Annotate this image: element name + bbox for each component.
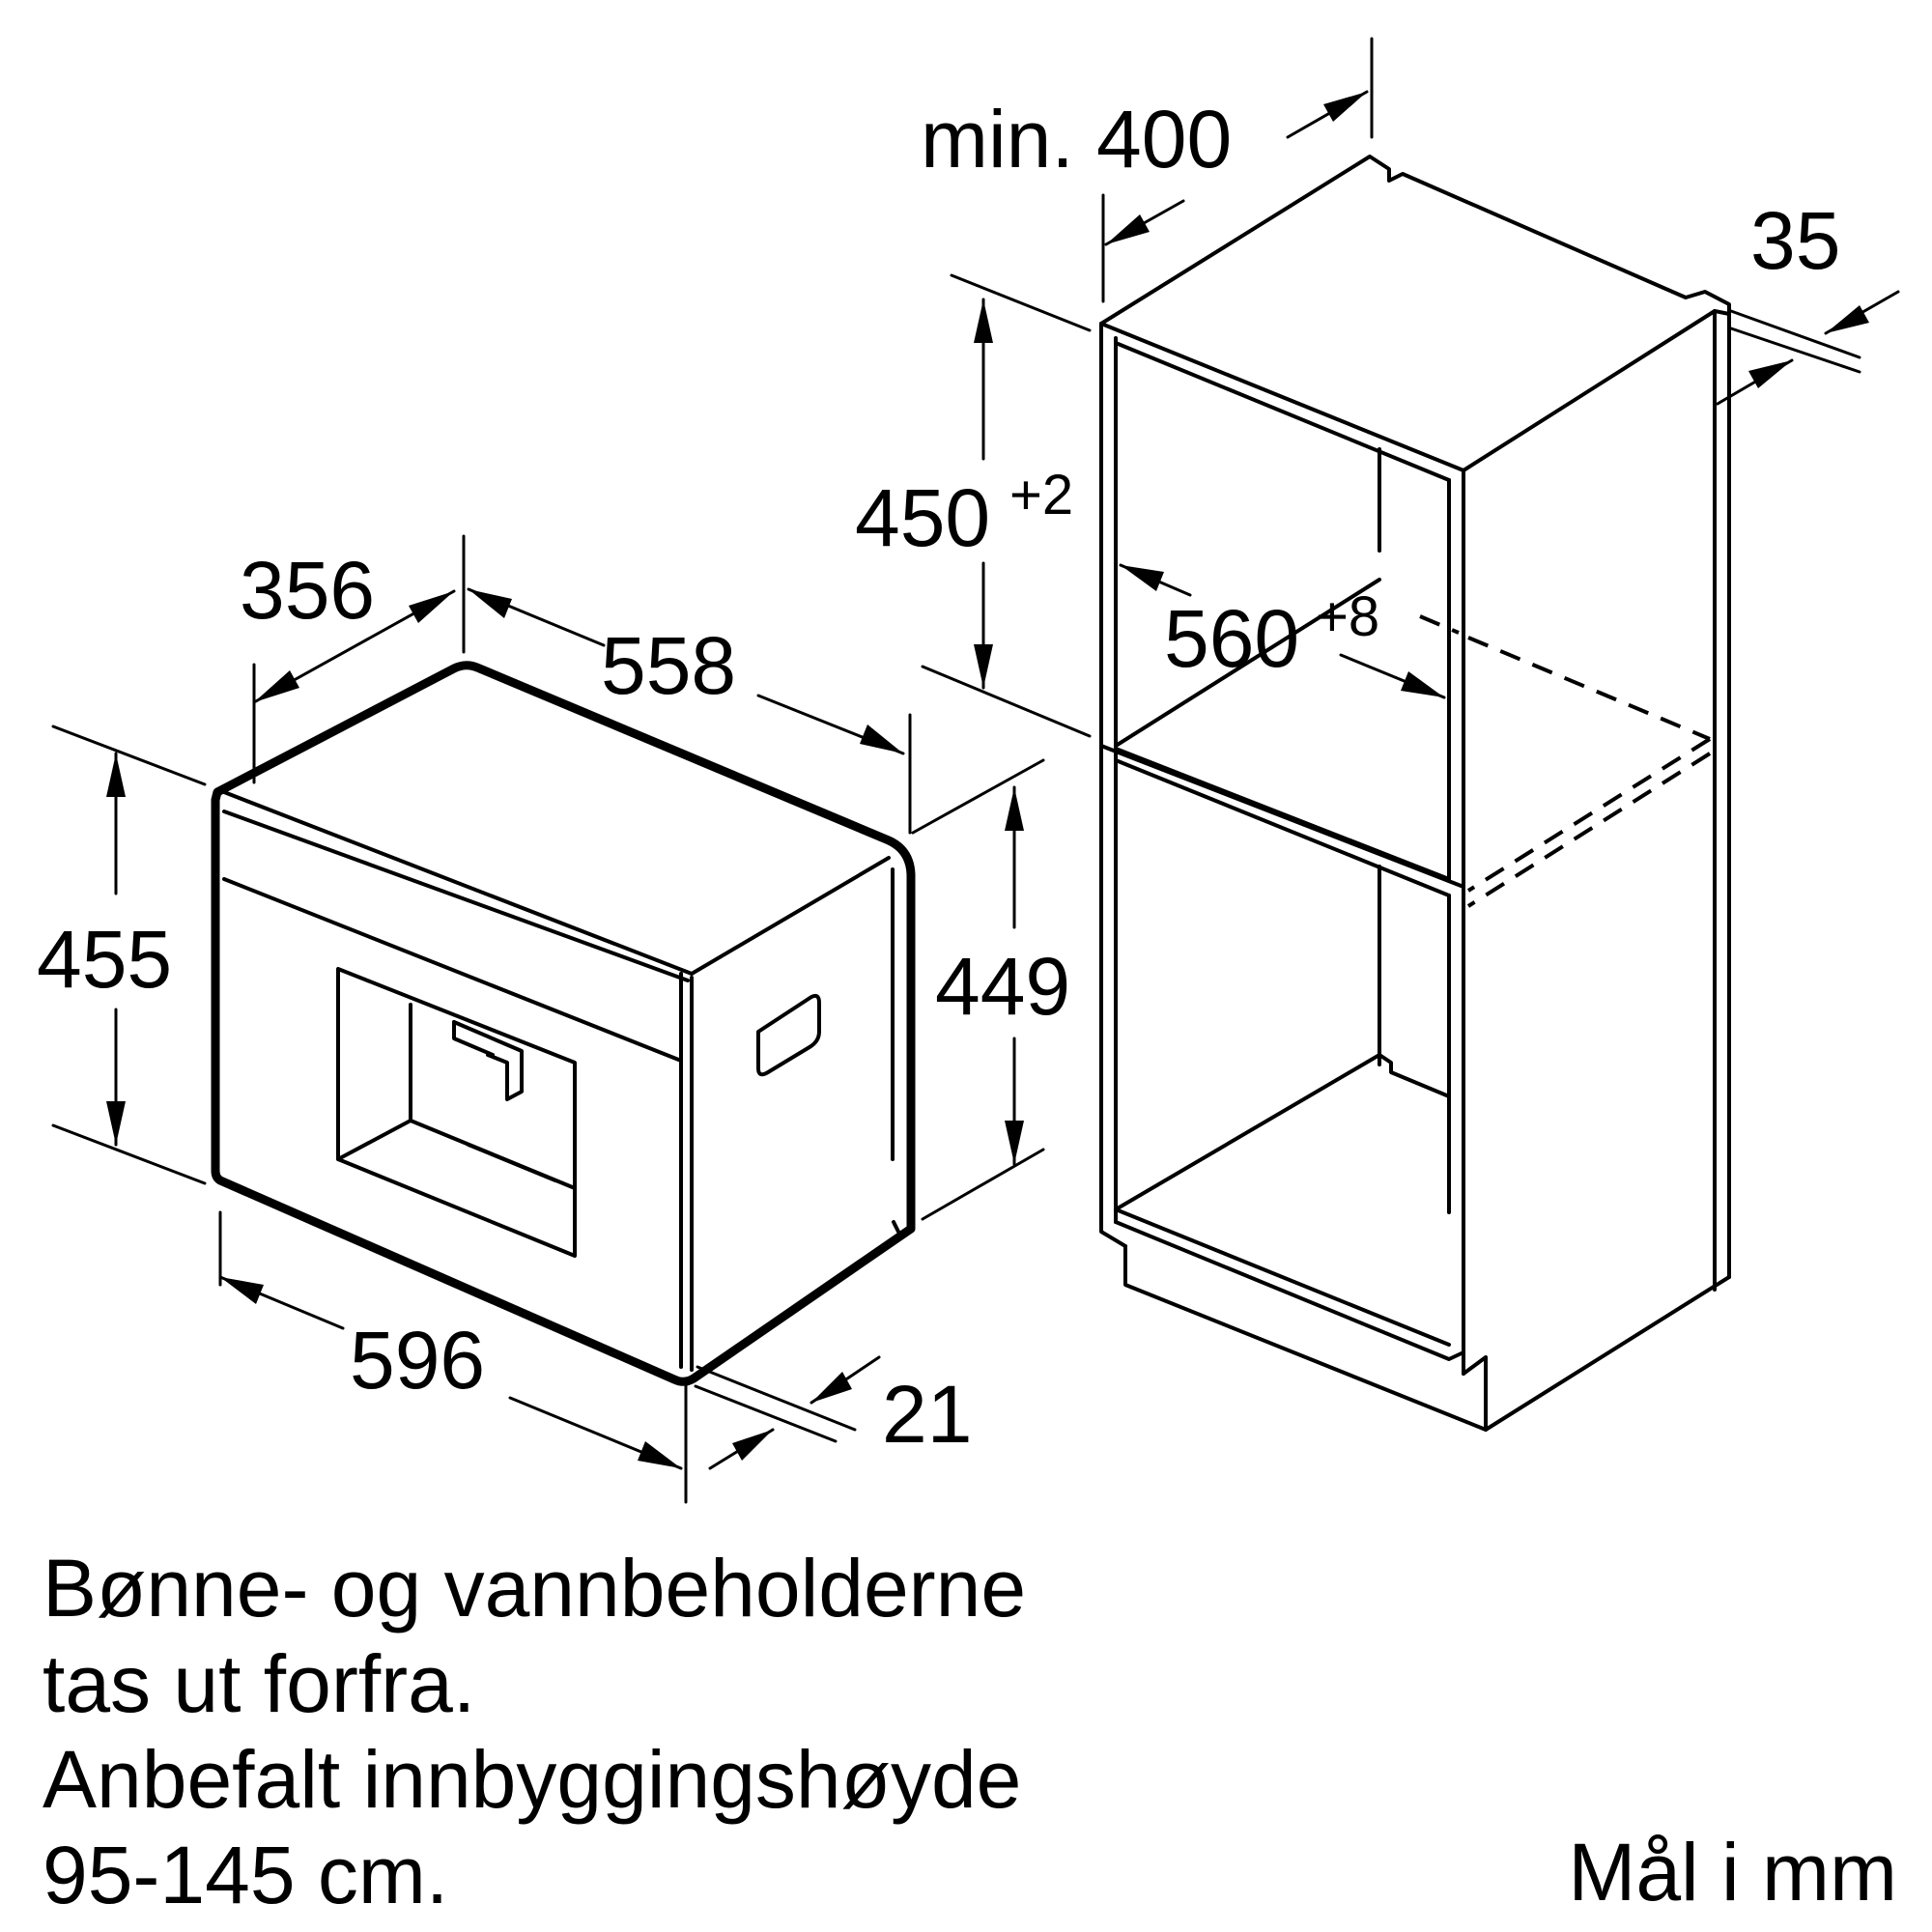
appliance-drawing — [211, 661, 916, 1386]
label-596: 596 — [350, 1315, 485, 1406]
appliance-dimension-lines — [51, 534, 1045, 1504]
unit-label: Mål i mm — [1568, 1827, 1897, 1918]
label-560: 560 — [1164, 593, 1299, 684]
label-min-400: min. 400 — [921, 94, 1232, 185]
installation-note: Bønne- og vannbeholderne tas ut forfra. … — [43, 1541, 1395, 1923]
label-35: 35 — [1750, 195, 1840, 286]
label-21: 21 — [882, 1369, 972, 1460]
note-line-4: 95-145 cm. — [43, 1830, 449, 1920]
label-450-tolerance: +2 — [1009, 464, 1073, 526]
dimension-labels: 356 558 455 449 596 21 min. 400 35 450 +… — [37, 94, 1840, 1460]
label-558: 558 — [601, 620, 736, 711]
label-455: 455 — [37, 914, 172, 1005]
note-line-2: tas ut forfra. — [43, 1638, 476, 1729]
note-line-1: Bønne- og vannbeholderne — [43, 1543, 1027, 1634]
label-450: 450 — [855, 472, 990, 563]
label-560-tolerance: +8 — [1316, 585, 1379, 648]
label-356: 356 — [240, 545, 375, 636]
cabinet-dimension-lines — [921, 37, 1900, 738]
label-449: 449 — [935, 941, 1070, 1032]
cabinet-drawing — [1099, 155, 1731, 1432]
note-line-3: Anbefalt innbyggingshøyde — [43, 1734, 1022, 1825]
